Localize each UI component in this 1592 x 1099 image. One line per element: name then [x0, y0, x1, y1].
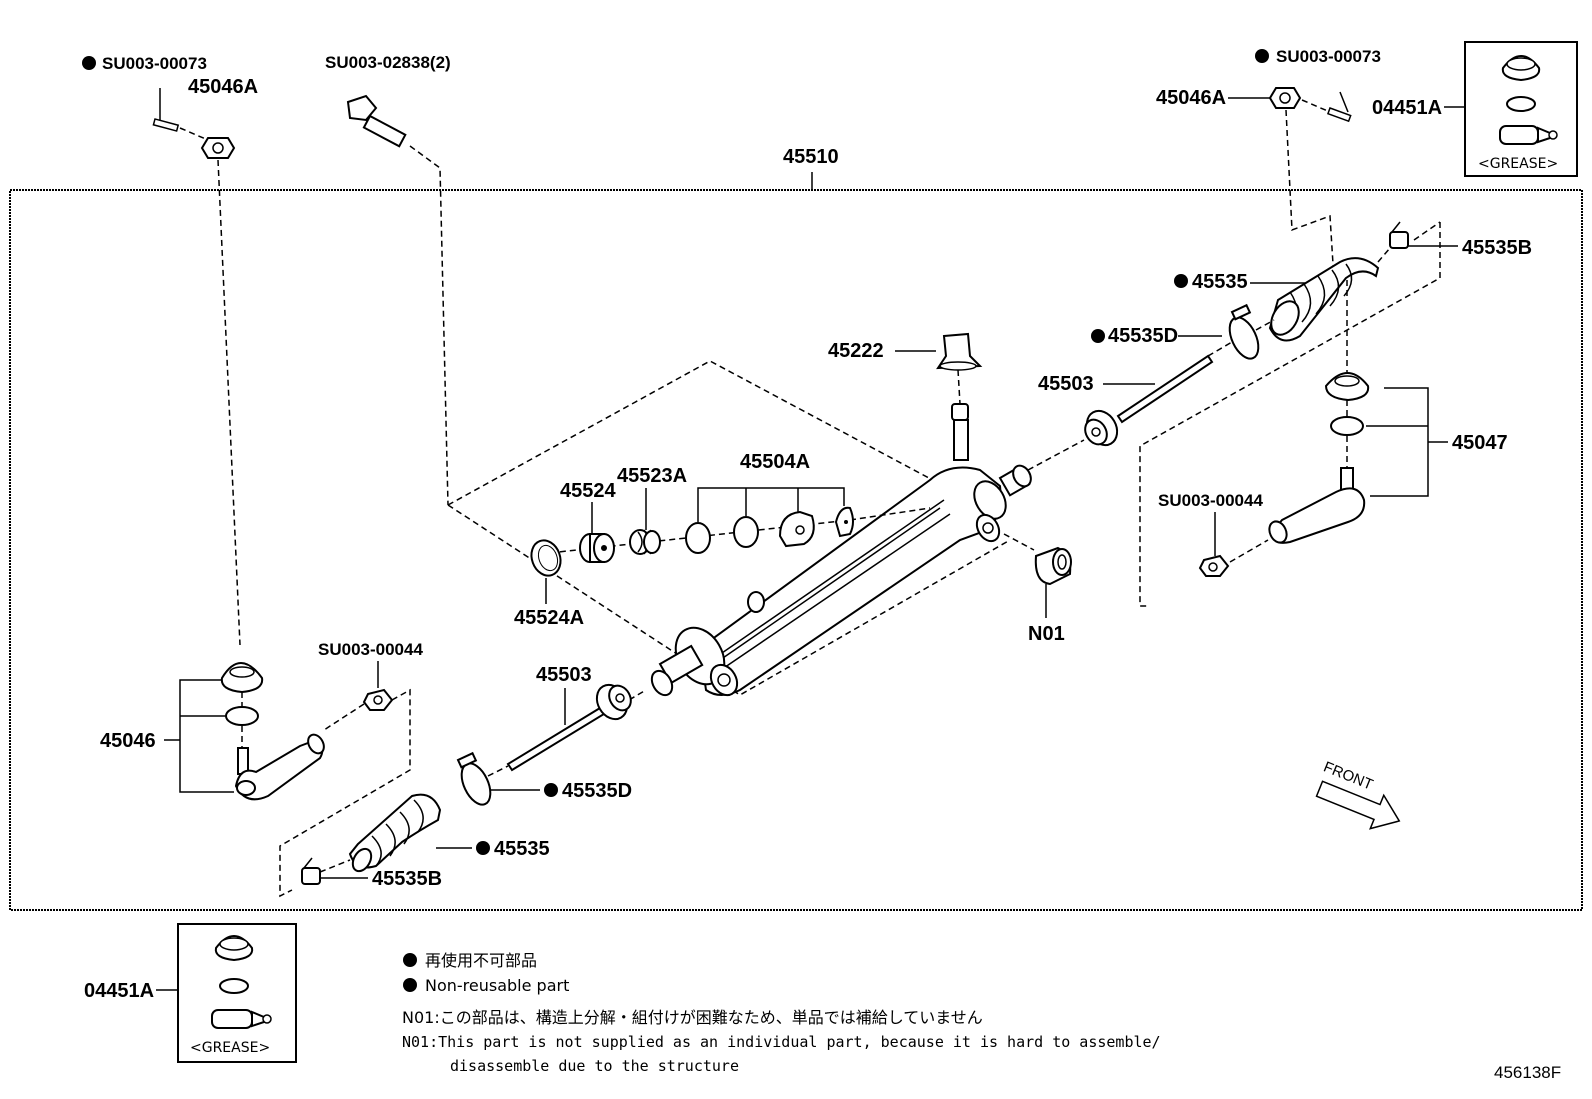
label-su003-00044-left: SU003-00044 — [318, 640, 423, 659]
dust-boot-45047 — [1324, 372, 1370, 402]
kit-box-04451a-top — [1464, 41, 1578, 177]
label-45535b-right: 45535B — [1462, 237, 1532, 259]
label-45510: 45510 — [783, 146, 839, 168]
o-ring-45504a-2 — [733, 516, 759, 548]
label-grease-bottom: <GREASE> — [190, 1040, 270, 1056]
label-45523a: 45523A — [617, 465, 687, 487]
nut-45046a-right — [1268, 87, 1302, 109]
tie-rod-end-right — [1268, 467, 1366, 544]
label-45046a-left: 45046A — [188, 76, 258, 98]
clip-45535b-right — [1389, 221, 1409, 249]
label-45535b-left: 45535B — [372, 868, 442, 890]
label-45504a: 45504A — [740, 451, 810, 473]
label-su003-00073-left: SU003-00073 — [102, 54, 207, 73]
inner-tie-rod-45503-right — [1084, 354, 1214, 447]
grease-tube-icon-top — [1499, 125, 1558, 145]
snap-ring-45524a — [530, 539, 562, 577]
boot-45535-right — [1268, 257, 1380, 342]
dust-boot-45046 — [220, 662, 264, 694]
clamp-45535d-right — [1228, 303, 1260, 360]
note-n01-jp: N01:この部品は、構造上分解・組付けが困難なため、単品では補給していません — [402, 1008, 983, 1027]
label-grease-top: <GREASE> — [1478, 156, 1558, 172]
label-45503-right: 45503 — [1038, 373, 1094, 395]
grease-tube-icon-bottom — [211, 1009, 272, 1029]
label-su003-00044-right: SU003-00044 — [1158, 491, 1263, 510]
nut-su003-00044-right — [1198, 554, 1230, 577]
nut-45046a-left — [200, 137, 236, 159]
label-su003-00073-right: SU003-00073 — [1276, 47, 1381, 66]
cotter-pin-right — [1326, 91, 1352, 123]
nut-su003-00044-left — [362, 688, 394, 711]
boot-icon-top — [1501, 55, 1541, 82]
ring-45047 — [1330, 416, 1364, 436]
front-arrow: FRONT — [1315, 759, 1401, 830]
tie-rod-end-left — [234, 733, 325, 801]
label-45535-right: 45535 — [1192, 271, 1248, 293]
label-45047: 45047 — [1452, 432, 1508, 454]
note-n01-en-line1: N01:This part is not supplied as an indi… — [402, 1033, 1161, 1051]
label-su003-02838: SU003-02838(2) — [325, 53, 451, 72]
rack-guide-45504a — [778, 510, 815, 548]
ring-icon-bottom — [219, 978, 249, 994]
bolt-su003-02838 — [346, 94, 407, 148]
spring-45523a — [629, 529, 661, 555]
kit-box-04451a-bottom — [177, 923, 297, 1063]
boot-icon-bottom — [214, 935, 254, 962]
figure-id: 456138F — [1494, 1063, 1561, 1082]
plug-45524 — [579, 533, 615, 563]
legend-nonreusable-jp: 再使用不可部品 — [425, 951, 537, 970]
label-04451a-top: 04451A — [1372, 97, 1442, 119]
cover-45222 — [936, 332, 983, 371]
label-n01: N01 — [1028, 623, 1065, 645]
clip-45535b-left — [301, 857, 321, 885]
cotter-pin-left — [152, 88, 180, 132]
label-45222: 45222 — [828, 340, 884, 362]
assembly-frame-45510 — [9, 189, 1583, 911]
label-45535d-left: 45535D — [562, 780, 632, 802]
label-45503-left: 45503 — [536, 664, 592, 686]
label-45524: 45524 — [560, 480, 616, 502]
label-45535d-right: 45535D — [1108, 325, 1178, 347]
bushing-n01 — [1034, 546, 1072, 586]
inner-tie-rod-45503-left — [506, 683, 632, 772]
o-ring-45504a-1 — [685, 522, 711, 554]
label-04451a-bottom: 04451A — [84, 980, 154, 1002]
ring-icon-top — [1506, 96, 1536, 112]
note-n01-en-line2: disassemble due to the structure — [450, 1057, 739, 1075]
label-45046: 45046 — [100, 730, 156, 752]
steering-rack-housing — [650, 403, 1032, 697]
label-45524a: 45524A — [514, 607, 584, 629]
label-45046a-right: 45046A — [1156, 87, 1226, 109]
clamp-45535d-left — [456, 751, 492, 806]
ring-45046 — [225, 706, 259, 726]
label-45535-left: 45535 — [494, 838, 550, 860]
legend-nonreusable-en: Non-reusable part — [425, 976, 569, 995]
boot-45535-left — [348, 793, 442, 873]
rack-guide-seat-45504a — [834, 506, 854, 538]
